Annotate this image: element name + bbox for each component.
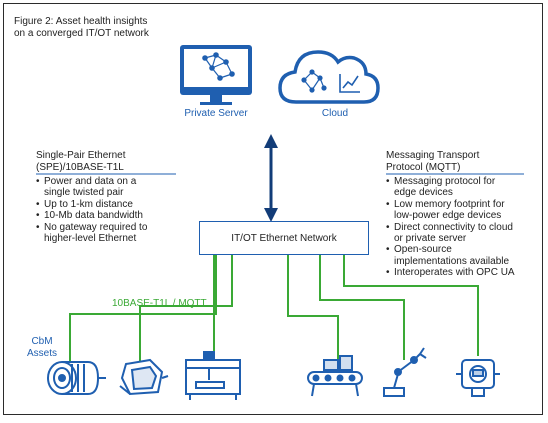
conveyor-icon [307, 355, 363, 397]
mqtt-item: Direct connectivity to cloud or private … [386, 222, 536, 245]
motor-icon [47, 361, 106, 395]
assets-label: CbM Assets [26, 336, 57, 359]
mqtt-item: Messaging protocol for edge devices [386, 176, 536, 199]
mqtt-title: Messaging Transport Protocol (MQTT) [386, 150, 480, 173]
transmitter-icon [456, 359, 500, 397]
spe-item: Up to 1-km distance [36, 199, 196, 211]
spe-title: Single-Pair Ethernet (SPE)/10BASE-T1L [36, 150, 126, 173]
link-motor [69, 255, 217, 362]
spe-item: No gateway required to higher-level Ethe… [36, 222, 196, 245]
cloud-label: Cloud [321, 108, 349, 119]
server-icon [180, 45, 252, 105]
spe-item: Power and data on a single twisted pair [36, 176, 196, 199]
link-robot [319, 255, 405, 360]
server-label: Private Server [184, 108, 248, 119]
mqtt-list: Messaging protocol for edge devices Low … [386, 176, 536, 279]
network-box: IT/OT Ethernet Network [199, 221, 369, 255]
link-conveyor [287, 255, 339, 360]
green-links [69, 255, 479, 362]
mqtt-item: Interoperates with OPC UA [386, 267, 536, 279]
mqtt-item: Open-source implementations available [386, 244, 536, 267]
link-pump [139, 255, 233, 362]
figure-title: Figure 2: Asset health insights on a con… [14, 16, 149, 39]
link-label: 10BASE-T1L / MQTT [112, 298, 207, 309]
mqtt-item: Low memory footprint for low-power edge … [386, 199, 536, 222]
link-transmitter [343, 255, 479, 356]
robot-arm-icon [383, 347, 427, 397]
spe-item: 10-Mb data bandwidth [36, 210, 196, 222]
pump-icon [119, 358, 169, 396]
machine-tool-icon [185, 351, 241, 400]
cloud-icon [278, 50, 380, 104]
updown-arrow [264, 134, 278, 222]
spe-list: Power and data on a single twisted pair … [36, 176, 196, 244]
figure-frame [3, 3, 543, 415]
